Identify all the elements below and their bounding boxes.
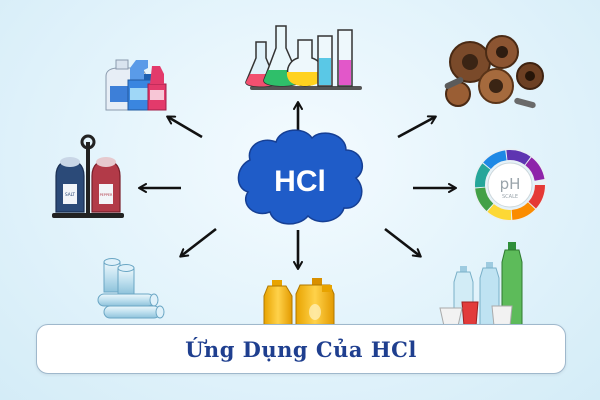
arrow-to-metal: [397, 115, 437, 139]
hcl-center-cloud: HCl: [237, 129, 364, 225]
ph-ring-teal: [475, 150, 545, 220]
arrow-to-pipes: [179, 227, 217, 258]
ph-scale-label: SCALE: [502, 194, 518, 200]
arrow-to-cleaning: [166, 115, 203, 139]
arrow-to-plastics: [384, 227, 422, 258]
hcl-center-label: HCl: [274, 165, 326, 198]
plastic-bottles-icon: [439, 242, 523, 327]
caption-bar: Ứng Dụng Của HCl: [36, 324, 566, 374]
cleaning-bottles-icon: [105, 59, 167, 111]
pepper-label: PEPPER: [100, 193, 113, 197]
pvc-pipes-icon: [97, 258, 165, 319]
arrows: [138, 101, 457, 270]
salt-label: SALT: [65, 192, 75, 197]
ph-label: pH: [500, 175, 521, 193]
caption-title: Ứng Dụng Của HCl: [185, 336, 417, 362]
ph-ring-yellow: [475, 150, 545, 220]
ph-ring-red: [475, 150, 545, 220]
rusty-metal-parts-icon: [444, 35, 544, 109]
ph-scale-icon: pH SCALE: [473, 148, 547, 222]
lab-glassware-icon: [245, 25, 362, 90]
oil-bottles-icon: [263, 278, 335, 331]
salt-pepper-shakers-icon: SALT PEPPER: [52, 134, 124, 218]
ph-ring-indigo: [475, 150, 545, 220]
